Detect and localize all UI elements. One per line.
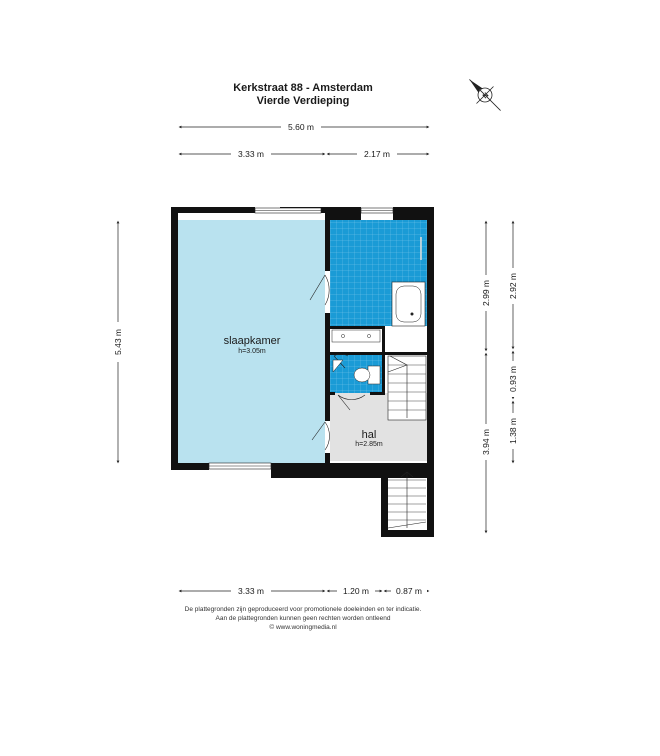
right-dimensions: 2.99 m 3.94 m 2.92 m 0.93 m 1.38 m: [480, 220, 519, 534]
dim-left-total: 5.43 m: [113, 329, 123, 355]
dim-right-inner-bottom: 3.94 m: [481, 429, 491, 455]
compass-label: N: [482, 92, 491, 101]
interior-walls: [325, 213, 427, 463]
room-name-hall: hal: [362, 429, 377, 441]
bathtub: [391, 281, 426, 327]
doors: [309, 274, 366, 451]
dim-bottom-right: 0.87 m: [396, 586, 422, 596]
dim-bottom-mid: 1.20 m: [343, 586, 369, 596]
copyright: © www.woningmedia.nl: [269, 623, 337, 631]
stairs-lower: [387, 471, 427, 529]
room-height-hall: h=2.85m: [355, 441, 383, 448]
room-name-bedroom: slaapkamer: [224, 335, 281, 347]
disclaimer-line-2: Aan de plattegronden kunnen geen rechten…: [216, 615, 391, 622]
floor-plan-drawing: [171, 207, 434, 537]
bottom-dimensions: 3.33 m 1.20 m 0.87 m: [178, 585, 430, 597]
outer-walls: [171, 207, 434, 537]
toilet-sink: [332, 359, 344, 373]
bedroom-floor: [178, 220, 325, 463]
dim-bottom-left: 3.33 m: [238, 586, 264, 596]
north-arrow-icon: N: [469, 79, 501, 111]
bathroom-sink: [331, 329, 381, 343]
dim-top-right: 2.17 m: [364, 149, 390, 159]
left-dimensions: 5.43 m: [112, 220, 124, 464]
windows: [208, 207, 394, 470]
dim-right-outer-mid: 0.93 m: [508, 366, 518, 392]
disclaimer-line-1: De plattegronden zijn geproduceerd voor …: [185, 606, 422, 613]
dim-top-left: 3.33 m: [238, 149, 264, 159]
room-height-bedroom: h=3.05m: [238, 348, 266, 355]
dim-top-total: 5.60 m: [288, 122, 314, 132]
floor-name: Vierde Verdieping: [257, 95, 350, 107]
toilet: [353, 365, 381, 385]
top-dimensions: 5.60 m 3.33 m 2.17 m: [178, 121, 430, 160]
dim-right-inner-top: 2.99 m: [481, 280, 491, 306]
dim-right-outer-top: 2.92 m: [508, 273, 518, 299]
stairs-upper: [387, 355, 427, 421]
dim-right-outer-bottom: 1.38 m: [508, 418, 518, 444]
plan-title: Kerkstraat 88 - Amsterdam: [233, 82, 373, 94]
